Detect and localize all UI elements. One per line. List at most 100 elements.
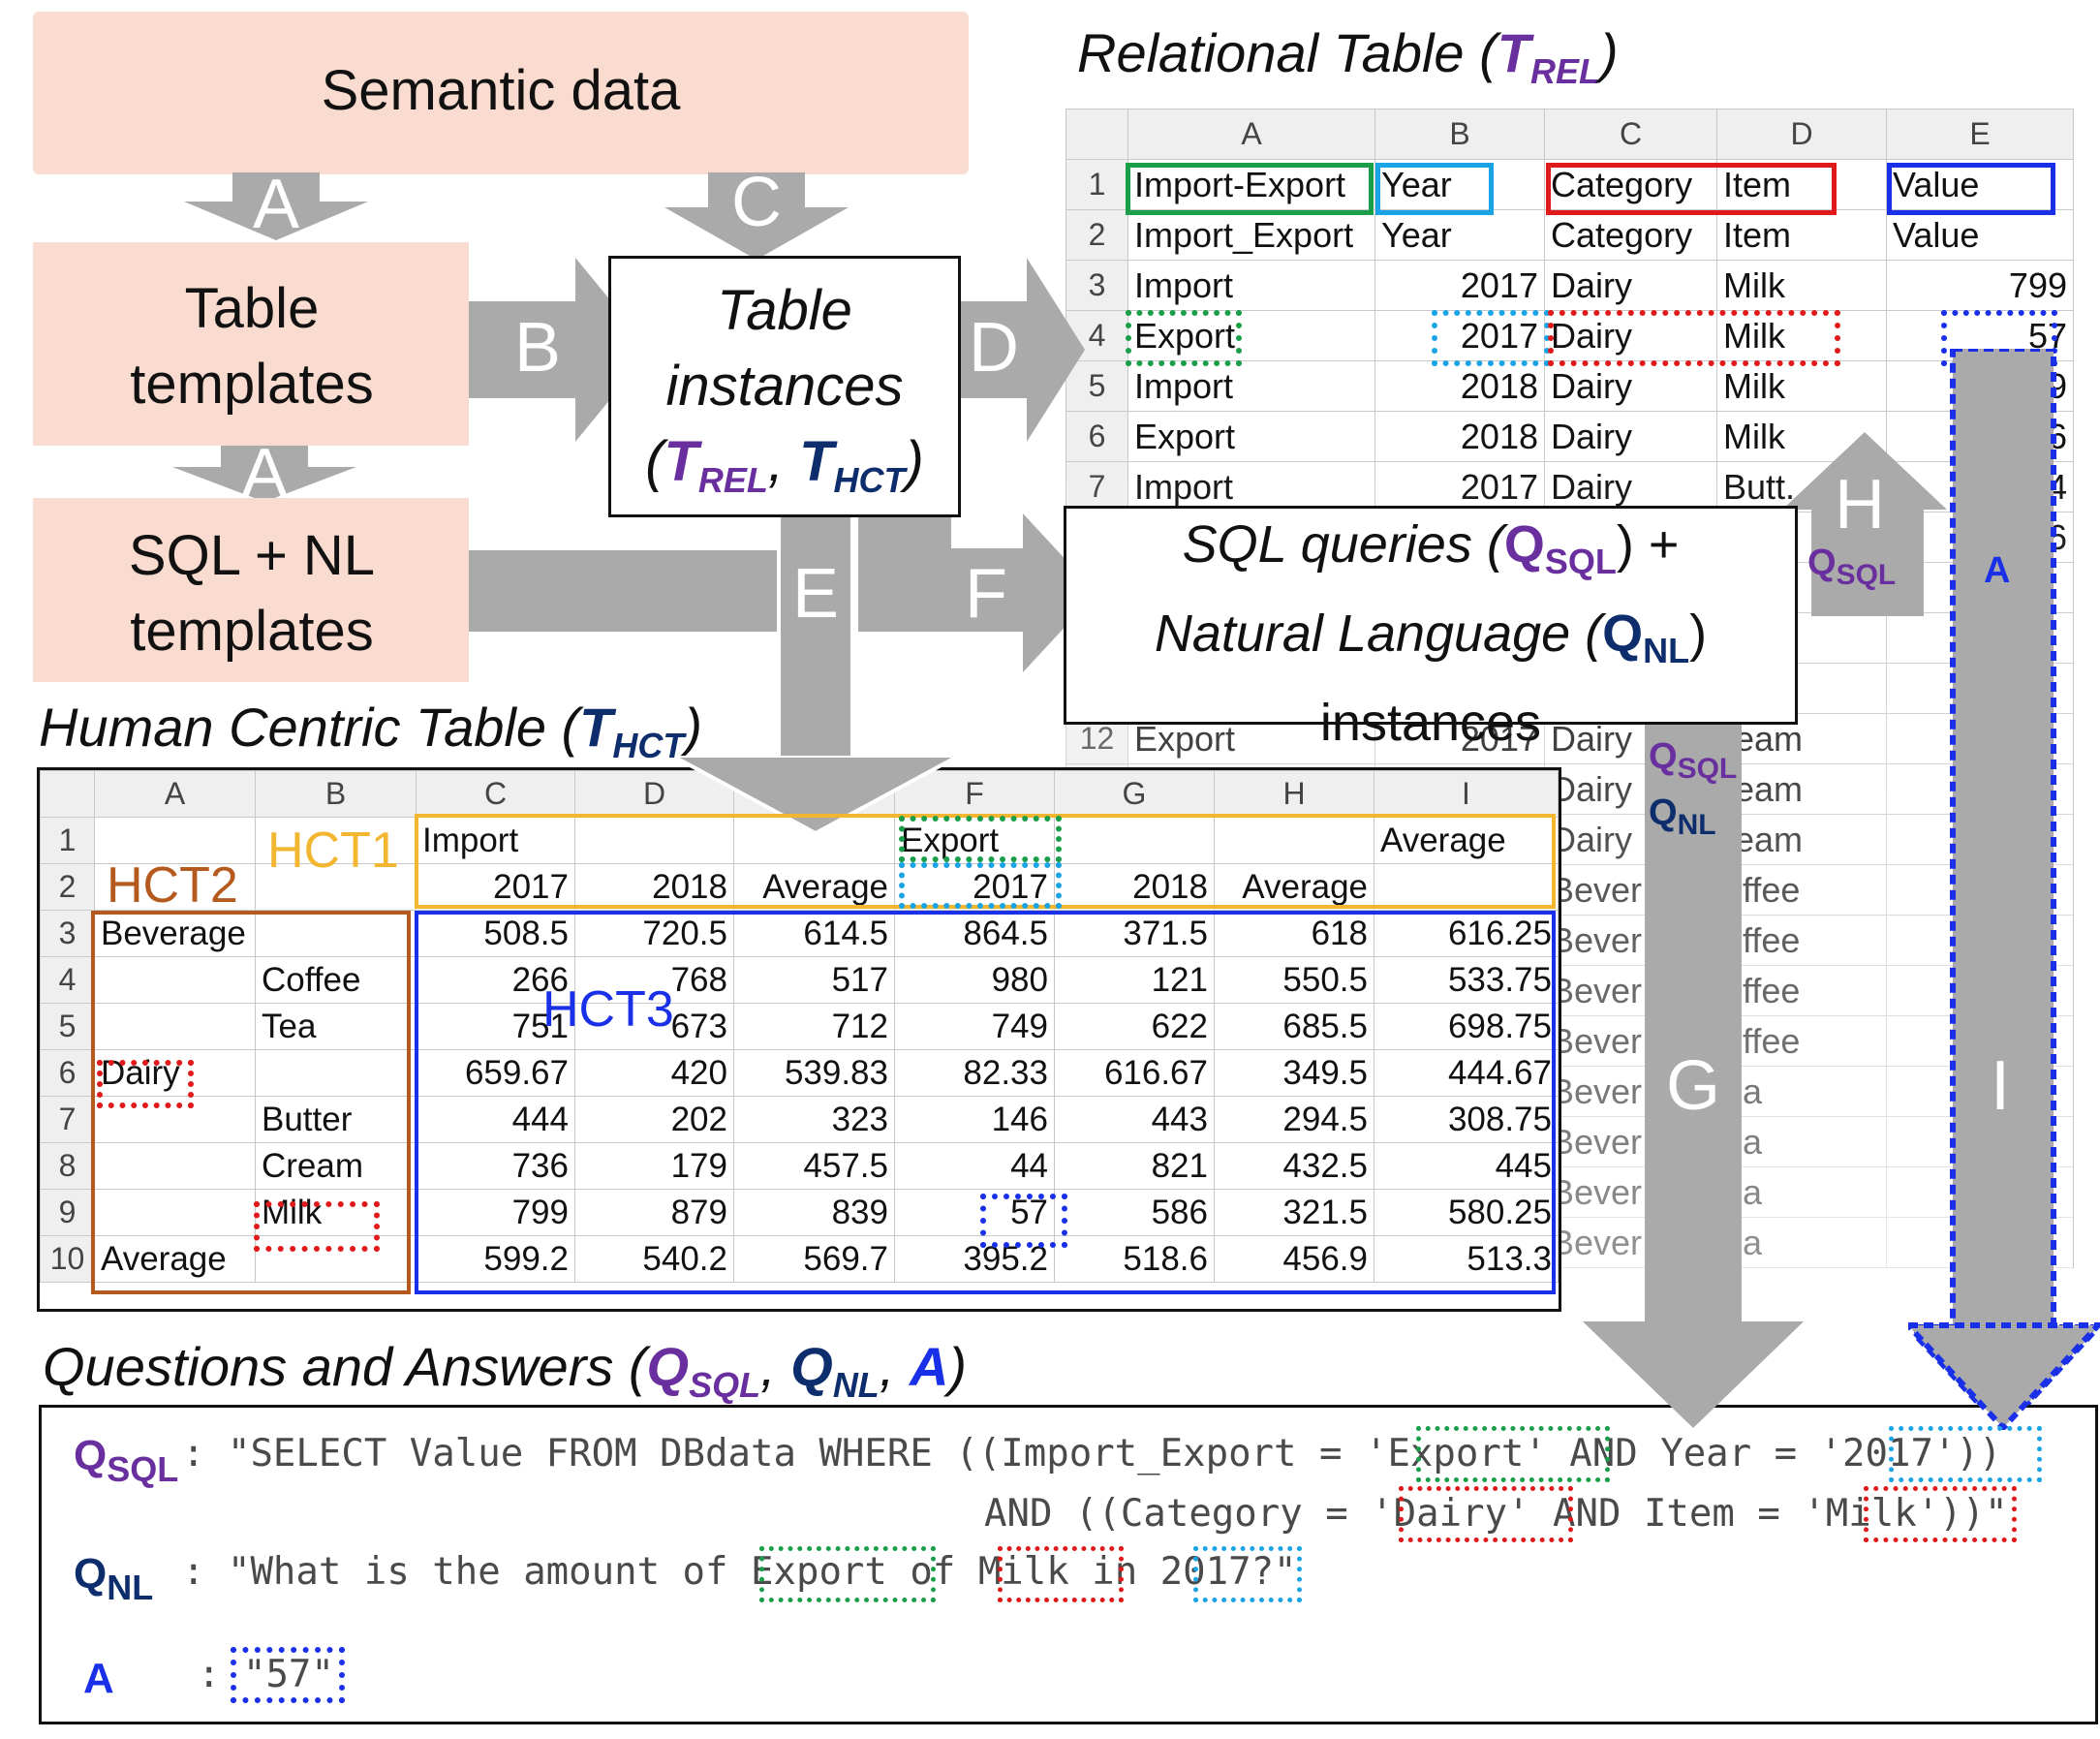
rel-corner: [1065, 109, 1128, 160]
qa-milk-marker: [1864, 1486, 2017, 1542]
semantic-data-label: Semantic data: [321, 59, 681, 122]
rel-cell: Import: [1127, 260, 1375, 311]
hct-cell: Coffee: [255, 956, 417, 1004]
hct-cell: 616.25: [1374, 910, 1559, 957]
qsql-dairy: 'Dairy': [1371, 1492, 1530, 1536]
hct-row-number: 7: [40, 1096, 95, 1143]
qa-title-q1: Q: [646, 1336, 690, 1397]
hct-row-number: 8: [40, 1142, 95, 1190]
hct-cell: 533.75: [1374, 956, 1559, 1004]
arrow-b: [469, 258, 651, 442]
hct-title-t: T: [579, 697, 613, 758]
hct-2017-marker: [899, 862, 1062, 909]
table-instances-box: [608, 256, 961, 517]
hct-cell: 432.5: [1214, 1142, 1374, 1190]
hct-col-header: H: [1214, 770, 1374, 818]
hct-cell: 799: [416, 1189, 575, 1236]
rel-cell: Year: [1374, 209, 1545, 261]
ti-t-rel: T: [664, 430, 698, 493]
rel-cell: 2018: [1374, 360, 1545, 412]
hct3-region: [415, 911, 1556, 1294]
a-colon: :: [198, 1653, 221, 1696]
qa-title-text: Questions and Answers (: [43, 1336, 647, 1397]
hct-title-close: ): [684, 697, 703, 758]
arrow-a-top: [184, 172, 368, 240]
queries-sql-text: SQL queries (: [1182, 515, 1504, 574]
qa-a-label: A: [83, 1655, 114, 1702]
hct-cell: 513.3: [1374, 1235, 1559, 1283]
hct-cell: Cream: [255, 1142, 417, 1190]
rel-cell: Dairy: [1544, 360, 1717, 412]
rel-header-value-box: [1887, 163, 2055, 215]
queries-nl-close: ): [1689, 605, 1708, 663]
sql-nl-templates-label: SQL + NL templates: [58, 518, 446, 670]
queries-nl-text: Natural Language (: [1154, 605, 1603, 663]
qnl-in: in: [1068, 1550, 1160, 1594]
hct-cell: 444: [416, 1096, 575, 1143]
qsql-and-item: AND Item =: [1529, 1492, 1804, 1536]
queries-label: SQL queries (QSQL) + Natural Language (Q…: [1064, 509, 1798, 759]
relational-title-t: T: [1497, 22, 1530, 83]
qa-title-nl-sub: NL: [832, 1365, 880, 1405]
arrow-e-letter: E: [791, 555, 840, 633]
relational-title-sub: REL: [1529, 51, 1600, 91]
rel-col-header: C: [1544, 109, 1717, 160]
rel-cell: Export: [1127, 310, 1375, 361]
rel-col-header: A: [1127, 109, 1375, 160]
rel-row-number: 5: [1065, 360, 1128, 412]
hct-row-number: 10: [40, 1235, 95, 1283]
table-instances-label: Table instances (TREL, THCT): [608, 273, 961, 518]
hct-export-marker: [899, 816, 1062, 862]
hct-cell: [1054, 817, 1215, 864]
qa-box: [39, 1405, 2098, 1724]
hct-cell: 323: [733, 1096, 895, 1143]
queries-line2: Natural Language (QNL): [1064, 598, 1798, 687]
arrow-d: [959, 258, 1085, 442]
hct-cell: Beverage: [94, 910, 256, 957]
hct-row-number: 6: [40, 1049, 95, 1097]
arrow-h-q-sub: SQL: [1836, 559, 1897, 591]
queries-q-nl: Q: [1602, 605, 1644, 663]
qsql-end2: ))": [1939, 1492, 2008, 1536]
hct-cell: 445: [1374, 1142, 1559, 1190]
qsql-line2-prefix: AND ((Category =: [984, 1492, 1372, 1536]
hct-row-number: 1: [40, 817, 95, 864]
hct-cell: 349.5: [1214, 1049, 1374, 1097]
hct-cell: 618: [1214, 910, 1374, 957]
hct-cell: 517: [733, 956, 895, 1004]
rel-col-header: B: [1374, 109, 1545, 160]
arrow-a-top-letter: A: [252, 166, 300, 243]
ti-open: (: [645, 430, 664, 493]
qa-a-line: : "57": [198, 1653, 334, 1696]
arrow-g-q2-sub: NL: [1677, 809, 1716, 841]
a-value: "57": [242, 1653, 334, 1696]
arrow-g-q1-sub: SQL: [1677, 753, 1738, 785]
sql-nl-templates-line1: SQL + NL: [128, 524, 376, 587]
rel-col-header: E: [1886, 109, 2074, 160]
qnl-prefix: : "What is the amount of: [182, 1550, 751, 1594]
hct-row-number: 5: [40, 1003, 95, 1050]
hct-cell: 2018: [574, 863, 734, 911]
qa-title-a: A: [909, 1336, 949, 1397]
qsql-end1: )): [1956, 1432, 2002, 1475]
hct-cell: 569.7: [733, 1235, 895, 1283]
hct-col-header: I: [1374, 770, 1559, 818]
arrow-c: [664, 172, 849, 260]
qa-dairy-marker: [1399, 1486, 1573, 1542]
queries-q-sql: Q: [1503, 515, 1545, 574]
hct-cell: 736: [416, 1142, 575, 1190]
hct-cell: 599.2: [416, 1235, 575, 1283]
arrow-g-letter: G: [1665, 1047, 1720, 1125]
queries-nl-sub: NL: [1643, 631, 1690, 670]
hct-cell: 659.67: [416, 1049, 575, 1097]
sql-nl-templates-cloud: [33, 498, 469, 682]
hct1-label: HCT1: [267, 823, 399, 879]
rel-row-number: 3: [1065, 260, 1128, 311]
hct-row-number: 3: [40, 910, 95, 957]
rel-cell: Milk: [1716, 260, 1887, 311]
